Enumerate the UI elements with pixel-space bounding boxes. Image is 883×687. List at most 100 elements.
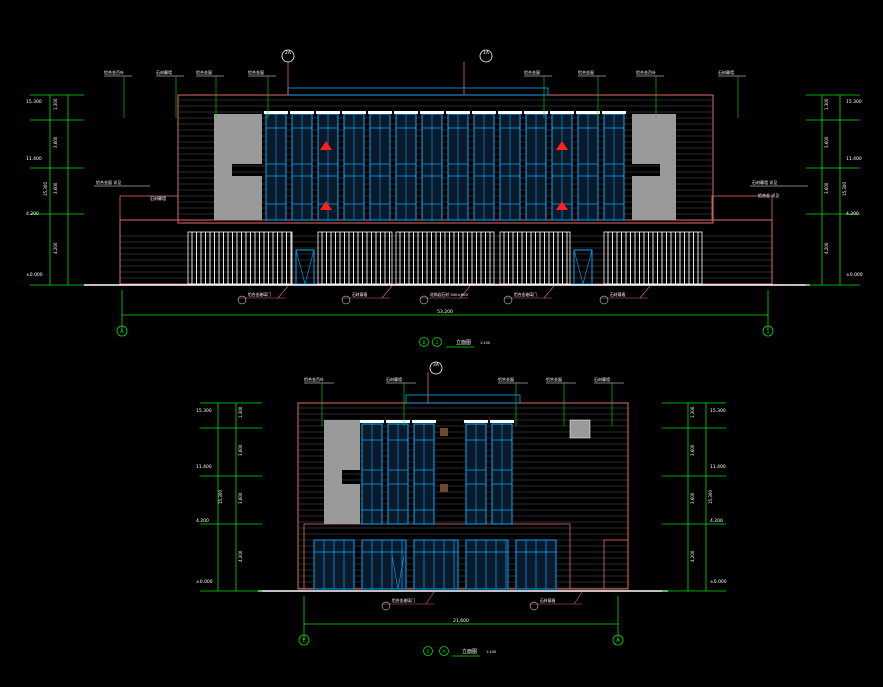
upper-level-labels-left: 15.300 11.400 4.200 ±0.000 bbox=[26, 99, 43, 278]
lower-top-notes: 铝合金百叶石材幕墙铝合金窗铝合金窗石材幕墙 bbox=[304, 376, 624, 426]
top-note: 铝合金窗 bbox=[248, 69, 276, 118]
lower-right-dimensions bbox=[662, 402, 726, 592]
louvre-panel bbox=[395, 231, 495, 285]
top-note: 铝合金窗 bbox=[578, 69, 606, 118]
dim-total: 15,300 bbox=[43, 182, 48, 196]
upper-left-stone-panel bbox=[214, 114, 262, 220]
bottom-note: 铝合金玻璃门 bbox=[381, 591, 435, 611]
note-text: 铝合金玻璃门 bbox=[514, 292, 537, 297]
lower-dim-values-right: 1,300 3,600 3,600 4,200 15,300 bbox=[690, 406, 713, 562]
lower-bottom-notes: 铝合金玻璃门 石材幕墙 bbox=[381, 591, 583, 611]
bottom-note: 石材幕墙 bbox=[529, 591, 583, 611]
upper-width-dimension: 53,200 A 1 bbox=[116, 290, 774, 337]
window-bay bbox=[360, 420, 384, 525]
note-text: 石材幕墙 bbox=[352, 292, 367, 297]
note-text: 石材幕墙 bbox=[718, 69, 734, 75]
level-label: 11.400 bbox=[26, 156, 42, 162]
title-bubble-b: A bbox=[442, 649, 446, 655]
lower-left-stone-panel bbox=[324, 420, 360, 524]
glazing-bay bbox=[313, 539, 355, 590]
level-label: ±0.000 bbox=[710, 579, 727, 585]
window-bay bbox=[412, 420, 436, 525]
window-bay bbox=[394, 111, 418, 221]
level-label: 15.300 bbox=[710, 408, 726, 414]
top-note: 铝合金窗 bbox=[498, 376, 528, 426]
dim-value: 4,200 bbox=[690, 550, 695, 562]
top-note: 铝合金窗 bbox=[196, 69, 224, 118]
title-bubble-a: E bbox=[427, 649, 430, 655]
lower-top-callout: 3A bbox=[427, 361, 443, 403]
note-text: 铝合金百叶 bbox=[304, 376, 324, 382]
level-label: 4.200 bbox=[710, 518, 723, 524]
lower-roof-parapet bbox=[405, 394, 521, 404]
upper-ground-louvres bbox=[187, 231, 703, 285]
lower-level-labels-left: 15.300 11.400 4.200 ±0.000 bbox=[196, 408, 213, 585]
lower-left-dimensions bbox=[200, 402, 262, 592]
lower-feature-block-b bbox=[440, 484, 448, 492]
note-text: 石材幕墙 bbox=[610, 292, 625, 297]
grid-label-left: E bbox=[302, 638, 305, 644]
dim-value: 1,300 bbox=[238, 406, 243, 418]
lower-feature-block-a bbox=[440, 428, 448, 436]
grid-label-left: A bbox=[120, 329, 124, 335]
upper-bottom-notes: 铝合金玻璃门 石材幕墙 花岗岩石材 300×600 铝合金玻璃门 石材幕墙 bbox=[237, 285, 651, 305]
drawing-scale: 1:100 bbox=[486, 650, 496, 654]
note-text: 铝合金窗 bbox=[524, 69, 540, 75]
window-bay bbox=[386, 420, 410, 525]
upper-left-entrance-door bbox=[295, 249, 315, 285]
upper-ground-floor-outline bbox=[119, 219, 773, 285]
louvre-panel bbox=[603, 231, 703, 285]
level-label: 11.400 bbox=[196, 464, 212, 470]
grid-bubble-right bbox=[612, 634, 624, 646]
level-label: 15.300 bbox=[26, 99, 42, 105]
upper-left-dimensions bbox=[30, 94, 84, 286]
bottom-note: 铝合金玻璃门 bbox=[237, 285, 289, 305]
glazing-bay bbox=[361, 539, 407, 590]
upper-top-callouts bbox=[287, 62, 465, 95]
dim-value: 4,200 bbox=[53, 242, 58, 254]
louvre-panel bbox=[499, 231, 571, 285]
level-label: 15.300 bbox=[846, 99, 862, 105]
note-text: 铝合金窗 bbox=[578, 69, 594, 75]
dim-total: 15,300 bbox=[218, 490, 223, 504]
lower-level-labels-right: 15.300 11.400 4.200 ±0.000 bbox=[710, 408, 727, 585]
window-bay bbox=[368, 111, 392, 221]
upper-drawing-title: B 1 立面图 1:100 bbox=[419, 337, 490, 348]
dim-value: 3,600 bbox=[690, 444, 695, 456]
drawing-scale: 1:100 bbox=[480, 341, 490, 345]
grid-bubble-right bbox=[762, 325, 774, 337]
note-text: 铝合金窗 bbox=[196, 69, 212, 75]
upper-dim-values-left: 1,300 3,600 3,600 4,200 15,300 bbox=[43, 98, 58, 254]
upper-dim-values-right: 1,300 3,600 3,600 4,200 15,300 bbox=[824, 98, 847, 254]
window-bay bbox=[524, 111, 548, 221]
level-label: 4.200 bbox=[196, 518, 209, 524]
dim-value: 3,600 bbox=[824, 136, 829, 148]
window-bay bbox=[472, 111, 496, 221]
level-label: 11.400 bbox=[846, 156, 862, 162]
bottom-note: 铝合金玻璃门 bbox=[503, 285, 555, 305]
top-note: 石材幕墙 bbox=[718, 69, 746, 118]
lower-drawing-title: E A 立面图 1:100 bbox=[423, 646, 496, 657]
top-note: 铝合金窗 bbox=[546, 376, 576, 426]
glazing-bay bbox=[413, 539, 459, 590]
drawing-title-text: 立面图 bbox=[456, 339, 471, 346]
upper-right-door-swing bbox=[573, 249, 593, 286]
dim-value: 3,600 bbox=[53, 136, 58, 148]
lower-ground-glazing bbox=[313, 539, 557, 590]
callout-label: 1A bbox=[483, 50, 490, 56]
note-text: 石材幕墙 bbox=[150, 195, 166, 201]
marker-triangle bbox=[556, 141, 568, 150]
dim-value: 4,200 bbox=[238, 550, 243, 562]
lower-width-dimension: 21,600 E A bbox=[298, 596, 624, 646]
overall-width-value: 53,200 bbox=[437, 309, 453, 315]
dim-value: 1,300 bbox=[690, 406, 695, 418]
grid-bubble-left bbox=[116, 325, 128, 337]
glazing-bay bbox=[515, 539, 557, 590]
upper-level-labels-right: 15.300 11.400 4.200 ±0.000 bbox=[846, 99, 863, 278]
note-text: 花岗岩石材 300×600 bbox=[430, 292, 468, 297]
title-bubble-a: B bbox=[422, 340, 425, 346]
top-note: 石材幕墙 bbox=[156, 69, 184, 118]
level-label: 4.200 bbox=[846, 211, 859, 217]
dim-total: 15,300 bbox=[708, 490, 713, 504]
